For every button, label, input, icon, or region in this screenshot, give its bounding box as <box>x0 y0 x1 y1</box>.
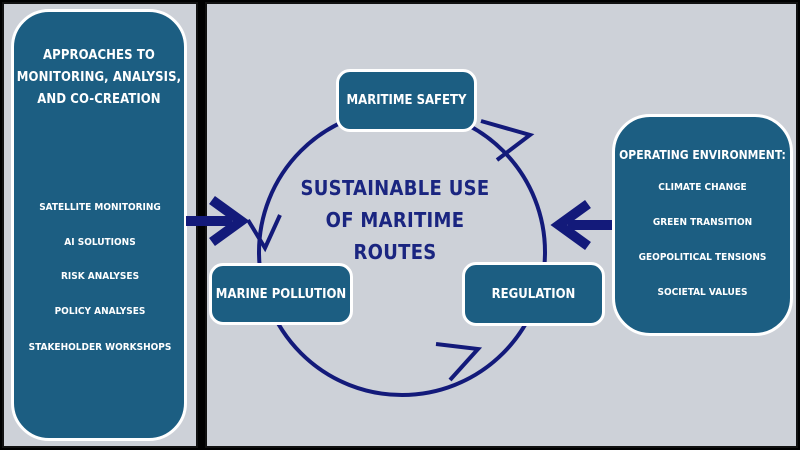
operating-environment-box <box>612 114 793 336</box>
env-item-geopolitical-tensions: GEOPOLITICAL TENSIONS <box>638 252 767 263</box>
env-item-green-transition: GREEN TRANSITION <box>652 217 753 228</box>
node-marine-pollution: MARINE POLLUTION <box>209 263 353 325</box>
env-item-climate-change: CLIMATE CHANGE <box>658 182 747 193</box>
node-marine-pollution-label: MARINE POLLUTION <box>215 286 347 302</box>
node-regulation-label: REGULATION <box>491 286 576 302</box>
approaches-title: APPROACHES TO MONITORING, ANALYSIS, AND … <box>16 48 182 107</box>
operating-environment-title: OPERATING ENVIRONMENT: <box>619 148 786 162</box>
node-maritime-safety-label: MARITIME SAFETY <box>346 93 467 108</box>
node-regulation: REGULATION <box>462 262 605 326</box>
node-maritime-safety: MARITIME SAFETY <box>336 69 477 132</box>
approaches-box <box>11 9 187 441</box>
approach-item-satellite-monitoring: SATELLITE MONITORING <box>39 202 161 213</box>
approach-item-ai-solutions: AI SOLUTIONS <box>64 237 136 248</box>
cycle-arrowhead-bottom <box>435 342 483 382</box>
cycle-arrowhead-top <box>480 119 535 162</box>
right-input-arrow <box>550 199 614 251</box>
env-item-societal-values: SOCIETAL VALUES <box>657 287 748 298</box>
center-title: SUSTAINABLE USE OF MARITIME ROUTES <box>300 176 490 264</box>
approach-item-risk-analyses: RISK ANALYSES <box>60 271 140 282</box>
left-input-arrow <box>186 195 250 247</box>
approach-item-policy-analyses: POLICY ANALYSES <box>54 306 146 317</box>
approach-item-stakeholder-workshops: STAKEHOLDER WORKSHOPS <box>28 342 172 353</box>
cycle-arrowhead-left <box>246 214 282 253</box>
